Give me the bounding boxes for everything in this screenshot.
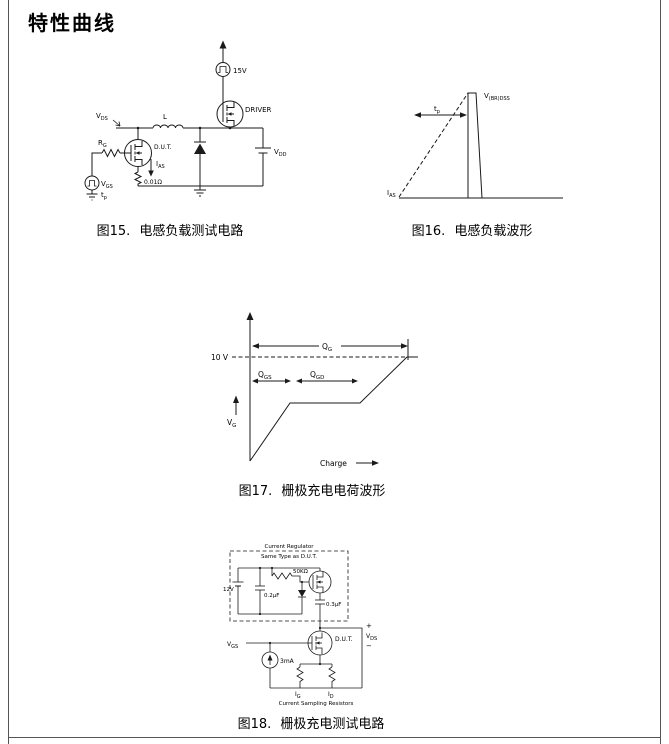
battery-12v-symbol [232,568,244,614]
qgs-label: QGS [258,370,272,381]
current-ramp-dashed [398,92,469,198]
tp-arrow-icon [414,112,467,118]
qgs-span-arrow-icon [252,378,291,384]
inductor-label: L [163,113,167,121]
supply-voltage-label: 15V [233,67,247,75]
dut-label: D.U.T. [154,144,172,151]
ig-label: IG [295,691,301,700]
gate-voltage-curve [249,356,418,462]
regulator-title: Current Regulator [264,544,314,550]
vdd-label: VDD [274,148,287,158]
sense-resistor-symbol [133,171,143,186]
rg-resistor-symbol [101,148,121,158]
vbrdss-label: V(BR)DSS [484,92,510,102]
fig18-gate-charge-test-circuit: Current Regulator Same Type as D.U.T. 12… [223,544,377,707]
resistor-50k-symbol [271,568,309,583]
qg-label: QG [322,342,332,353]
vds-plus-sign: + [366,622,372,630]
dut-label: D.U.T. [335,636,353,643]
page-border-right [660,0,661,744]
vdd-battery-symbol [255,128,271,186]
ground-icon [86,190,98,201]
diode-symbol [194,128,206,186]
ias-label: IAS [387,189,396,199]
vds-label: VDS [96,112,108,122]
fig16-inductive-load-waveform: tp V(BR)DSS IAS [387,92,563,199]
driver-mosfet-symbol [216,100,244,128]
driver-label: DRIVER [245,106,272,114]
capacitor-0p2-label: 0.2µF [264,593,279,599]
regulator-subtitle: Same Type as D.U.T. [261,554,317,560]
wire [320,627,363,688]
ten-volt-label: 10 V [211,353,229,362]
fig15-caption: 图15.电感负载测试电路 [96,224,244,239]
current-regulator-box [229,550,349,622]
ias-label: IAS [156,160,165,170]
qgd-span-arrow-icon [296,378,358,384]
page-border-left [8,0,9,744]
qgd-label: QGD [310,370,324,381]
breakdown-pulse [467,92,483,199]
dut-mosfet-symbol [307,630,333,656]
y-axis [246,312,254,461]
tp-label: tp [101,191,107,201]
sense-resistor-label: 0.01Ω [144,179,162,186]
inductor-symbol [152,124,184,129]
vgs-pulse-source-symbol [84,175,100,191]
battery-label: 12V [223,587,234,593]
dut-mosfet-symbol [120,139,152,167]
vds-minus-sign: − [366,642,372,650]
ground-icon [194,186,206,197]
rg-label: RG [98,139,107,149]
fig17-caption: 图17.栅极充电电荷波形 [238,484,386,499]
regulator-mosfet-symbol [308,568,332,594]
fig18-caption: 图18.栅极充电测试电路 [237,717,385,732]
charge-arrow-icon [356,460,379,466]
fig17-gate-charge-waveform: 10 V QG QGS QGD VG Charge [211,312,418,468]
sampling-resistors-note: Current Sampling Resistors [279,701,354,707]
vgs-label: VGS [227,641,238,650]
resistor-50k-label: 50KΩ [293,569,308,575]
x-axis-label: Charge [320,459,347,468]
section-title: 特性曲线 [28,11,116,35]
vg-arrow-icon [233,395,239,415]
current-source-3ma-symbol [261,643,279,688]
current-source-label: 3mA [280,658,295,665]
fig16-caption: 图16.电感负载波形 [411,224,533,239]
supply-arrow-icon [219,40,227,63]
ig-sampling-resistor-symbol [296,664,304,688]
vg-label: VG [227,418,236,429]
vds-arrow-icon [112,119,121,127]
tp-label: tp [434,105,440,115]
fig15-inductive-load-test-circuit: 15V DRIVER L VDS [84,40,287,201]
capacitor-0p2-symbol [255,568,265,614]
capacitor-0p3-symbol [315,593,325,631]
capacitor-0p3-label: 0.3µF [326,602,341,608]
ias-arrow-icon [148,159,154,177]
vds-label: VDS [366,633,377,642]
pulse-source-symbol [215,62,231,77]
id-sampling-resistor-symbol [328,664,336,688]
vgs-label: VGS [101,180,113,190]
id-label: ID [328,691,334,700]
page-border-bottom [8,737,661,738]
diode-symbol [298,582,306,614]
wire [91,152,102,176]
